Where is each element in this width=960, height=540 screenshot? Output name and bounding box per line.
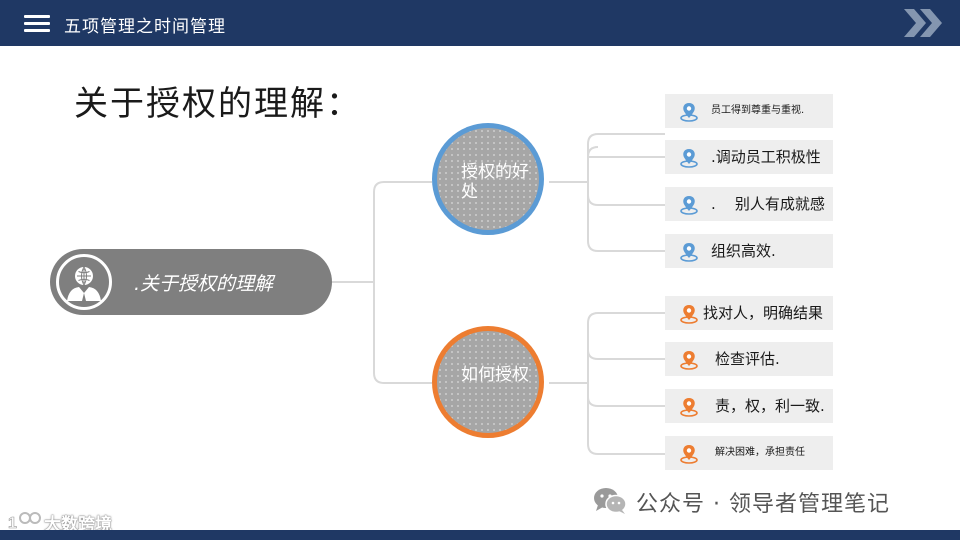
benefit-item[interactable]: . 别人有成就感 (665, 187, 833, 221)
svg-text:1: 1 (8, 515, 17, 532)
location-pin-icon (680, 305, 698, 324)
branch-how-to-node[interactable]: 如何授权 (432, 326, 544, 438)
brand-logo-icon: 1 (8, 512, 41, 532)
benefit-item[interactable]: 员工得到尊重与重视. (665, 94, 833, 128)
location-pin-icon (680, 196, 698, 215)
how-to-item-text: 责，权，利一致. (715, 397, 825, 415)
benefit-item-text: 组织高效. (711, 242, 776, 260)
benefit-item-text: . 别人有成就感 (711, 195, 825, 213)
how-to-item-text: 解决困难，承担责任 (715, 447, 805, 458)
header-bar: 五项管理之时间管理 (0, 0, 960, 46)
location-pin-icon (680, 351, 698, 370)
footer-bar (0, 530, 960, 540)
how-to-item-text: 检查评估. (715, 350, 780, 368)
location-pin-icon (680, 103, 698, 122)
slide-title: 关于授权的理解： (74, 84, 362, 124)
user-globe-icon (56, 254, 112, 310)
location-pin-icon (680, 398, 698, 417)
how-to-item[interactable]: 责，权，利一致. (665, 389, 833, 423)
center-topic-node[interactable]: .关于授权的理解 (50, 249, 332, 315)
how-to-item-text: 找对人，明确结果 (703, 304, 824, 322)
benefit-item[interactable]: 组织高效. (665, 234, 833, 268)
location-pin-icon (680, 149, 698, 168)
how-to-item[interactable]: 检查评估. (665, 342, 833, 376)
branch-benefits-node[interactable]: 授权的好处 (432, 123, 544, 235)
hamburger-menu-icon[interactable] (24, 15, 50, 32)
watermark-text: 公众号 · 领导者管理笔记 (636, 492, 890, 517)
how-to-item[interactable]: 解决困难，承担责任 (665, 436, 833, 470)
benefit-item-text: 员工得到尊重与重视. (711, 105, 805, 116)
double-chevron-right-icon[interactable] (904, 9, 944, 37)
location-pin-icon (680, 445, 698, 464)
benefit-item[interactable]: .调动员工积极性 (665, 140, 833, 174)
how-to-item[interactable]: 找对人，明确结果 (665, 296, 833, 330)
branch-benefits-label: 授权的好处 (461, 162, 529, 202)
branch-how-to-label: 如何授权 (461, 365, 529, 385)
wechat-icon (594, 488, 627, 514)
center-topic-label: .关于授权的理解 (134, 273, 274, 295)
header-title: 五项管理之时间管理 (64, 17, 226, 37)
benefit-item-text: .调动员工积极性 (711, 148, 821, 166)
location-pin-icon (680, 243, 698, 262)
